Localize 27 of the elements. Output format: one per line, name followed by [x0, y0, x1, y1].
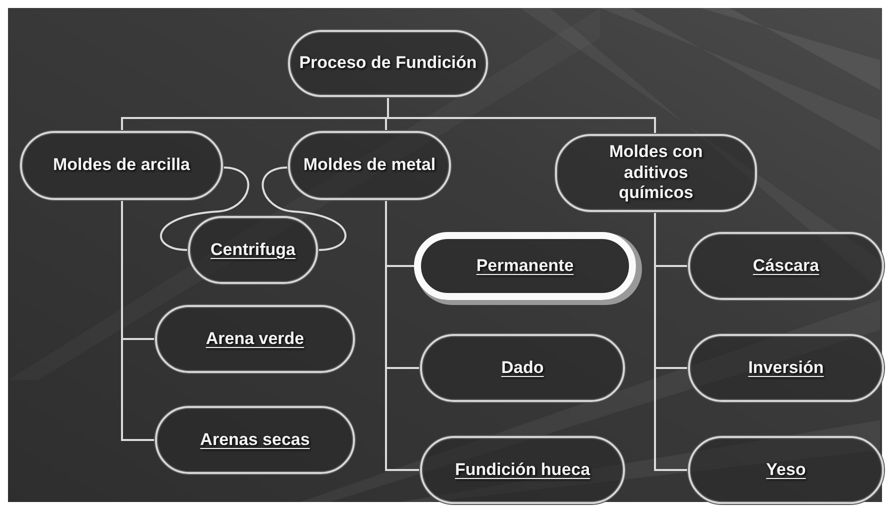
rounded-node: [420, 436, 625, 504]
rounded-node: [155, 406, 355, 474]
node-label: Yeso: [766, 460, 806, 480]
rounded-node: [688, 334, 884, 402]
connector-line: [160, 166, 250, 251]
rounded-node: [420, 334, 625, 402]
node-label: Moldes con aditivos químicos: [608, 142, 704, 204]
rounded-node: [20, 131, 223, 200]
rounded-node: [688, 436, 884, 504]
node-label: Arenas secas: [200, 430, 310, 450]
node-label: Fundición hueca: [454, 460, 590, 480]
connector-line: [262, 166, 346, 251]
rounded-node: [155, 305, 355, 373]
node-label: Centrifuga: [210, 240, 296, 260]
rounded-node: [555, 134, 757, 212]
node-label: Cáscara: [752, 256, 820, 276]
rounded-node: [288, 131, 451, 200]
rounded-node: [188, 216, 318, 284]
node-label: Proceso de Fundición: [299, 53, 477, 74]
node-label: Moldes de metal: [303, 155, 436, 176]
node-label: Arena verde: [206, 328, 304, 350]
rounded-node: [288, 30, 488, 97]
node-label: Permanente: [476, 256, 574, 276]
rounded-node: [688, 232, 884, 300]
node-label: Moldes de arcilla: [53, 155, 190, 176]
node-label: Dado: [501, 358, 544, 378]
node-label: Inversión: [748, 358, 824, 378]
